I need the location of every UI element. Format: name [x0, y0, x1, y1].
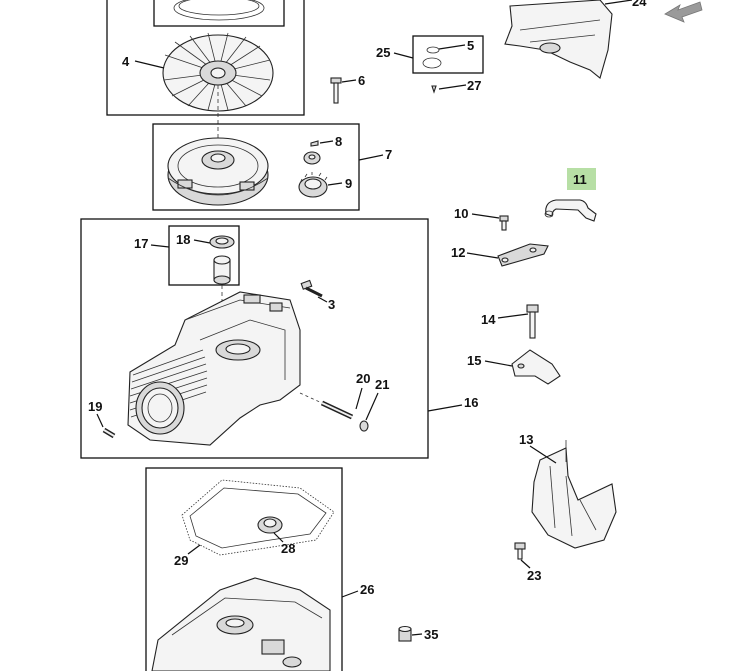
callout-3[interactable]: 3	[328, 297, 335, 312]
blower-housing-part[interactable]	[504, 0, 613, 79]
callout-25[interactable]: 25	[376, 45, 390, 60]
bolt-6-part[interactable]	[330, 77, 342, 104]
callout-11[interactable]: 11	[573, 172, 587, 187]
callout-28[interactable]: 28	[281, 541, 295, 556]
callout-7[interactable]: 7	[385, 147, 392, 162]
oil-pan-box	[145, 467, 343, 671]
callout-18[interactable]: 18	[176, 232, 190, 247]
bushing-18-part[interactable]	[209, 235, 235, 285]
pin-27-part[interactable]	[431, 85, 437, 94]
bolt-14-part[interactable]	[526, 304, 539, 339]
gasket-29-part[interactable]	[181, 479, 335, 556]
seal-kit-box	[412, 35, 484, 74]
callout-4[interactable]: 4	[122, 54, 130, 69]
callout-10[interactable]: 10	[454, 206, 468, 221]
plug-35-part[interactable]	[398, 625, 412, 642]
flywheel-fan-part[interactable]	[162, 32, 274, 112]
bolt-3-part[interactable]	[300, 279, 323, 298]
callout-13[interactable]: 13	[519, 432, 533, 447]
callout-9[interactable]: 9	[345, 176, 352, 191]
bracket-12-part[interactable]	[497, 243, 549, 267]
engine-block-part[interactable]	[127, 291, 301, 446]
callout-35[interactable]: 35	[424, 627, 438, 642]
screw-10-part[interactable]	[499, 215, 509, 231]
callout-26[interactable]: 26	[360, 582, 374, 597]
key-8-part[interactable]	[303, 140, 321, 165]
flywheel-part[interactable]	[167, 137, 269, 206]
callout-23[interactable]: 23	[527, 568, 541, 583]
dowel-19-part[interactable]	[102, 427, 116, 439]
callout-27[interactable]: 27	[467, 78, 481, 93]
callout-29[interactable]: 29	[174, 553, 188, 568]
breather-hose-part[interactable]	[544, 199, 597, 222]
callout-15[interactable]: 15	[467, 353, 481, 368]
callout-17[interactable]: 17	[134, 236, 148, 251]
callout-20[interactable]: 20	[356, 371, 370, 386]
callout-16[interactable]: 16	[464, 395, 478, 410]
callout-11-highlight[interactable]: 11	[567, 168, 596, 190]
callout-14[interactable]: 14	[481, 312, 496, 327]
fan-group-box	[106, 0, 305, 116]
callout-12[interactable]: 12	[451, 245, 465, 260]
seal-28-part[interactable]	[257, 516, 283, 534]
callout-19[interactable]: 19	[88, 399, 102, 414]
screw-23-part[interactable]	[514, 542, 526, 560]
gear-9-part[interactable]	[298, 172, 328, 198]
callout-21[interactable]: 21	[375, 377, 389, 392]
cylinder-block-box	[80, 218, 429, 459]
direction-arrow-icon	[664, 1, 703, 23]
callout-24[interactable]: 24	[632, 0, 647, 9]
plate-15-part[interactable]	[511, 349, 561, 385]
oil-pan-part[interactable]	[151, 577, 331, 671]
flywheel-box	[152, 123, 360, 211]
clip-21-part[interactable]	[359, 420, 369, 432]
shroud-13-part[interactable]	[531, 440, 617, 549]
callout-6[interactable]: 6	[358, 73, 365, 88]
callout-8[interactable]: 8	[335, 134, 342, 149]
pin-20-part[interactable]	[299, 392, 354, 420]
callout-5[interactable]: 5	[467, 38, 474, 53]
